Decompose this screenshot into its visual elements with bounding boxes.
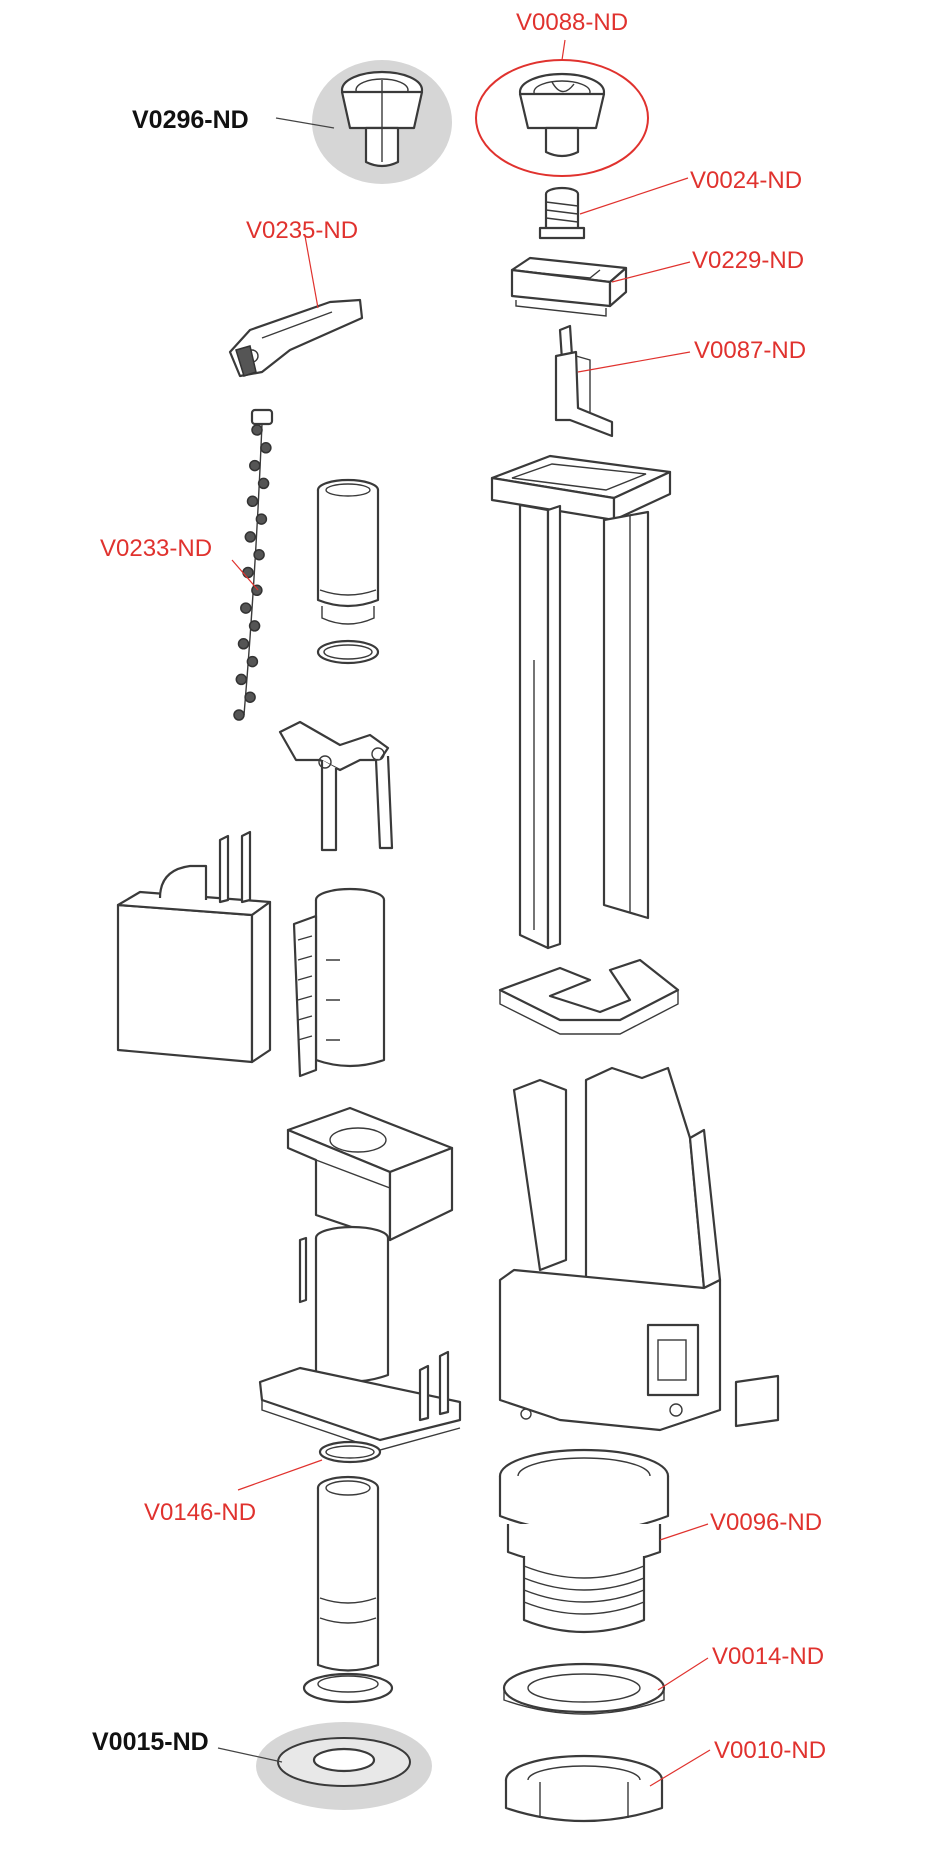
label-v0296: V0296-ND bbox=[132, 106, 249, 134]
part-v0015-washer[interactable] bbox=[256, 1722, 432, 1810]
part-v0087-actuator[interactable] bbox=[554, 324, 614, 438]
part-v0296-push-button[interactable] bbox=[312, 60, 452, 184]
chain-bead bbox=[251, 424, 263, 436]
part-v0096-outlet[interactable] bbox=[498, 1448, 670, 1634]
label-v0014: V0014-ND bbox=[712, 1643, 824, 1670]
part-ratchet-tube bbox=[292, 887, 386, 1078]
chain-bead bbox=[251, 584, 263, 597]
part-valve-body bbox=[498, 1066, 780, 1432]
label-v0010: V0010-ND bbox=[714, 1737, 826, 1764]
chain-bead bbox=[244, 691, 256, 703]
part-v0233-bead-chain[interactable] bbox=[233, 408, 274, 721]
chain-bead bbox=[240, 602, 252, 614]
label-v0024: V0024-ND bbox=[690, 167, 802, 194]
chain-bead bbox=[237, 638, 250, 650]
part-lower-tube bbox=[302, 1475, 394, 1704]
part-v0014-seal-ring[interactable] bbox=[502, 1662, 666, 1715]
part-u-frame bbox=[498, 958, 680, 1035]
part-column-base bbox=[258, 1225, 462, 1451]
chain-bead bbox=[248, 620, 261, 632]
label-v0146: V0146-ND bbox=[144, 1499, 256, 1526]
chain-bead bbox=[242, 566, 254, 579]
part-float bbox=[116, 830, 272, 1064]
part-cup bbox=[286, 1106, 454, 1242]
part-v0146-o-ring[interactable] bbox=[318, 1440, 382, 1464]
leader-lines bbox=[217, 39, 711, 1787]
chain-bead bbox=[235, 673, 248, 686]
part-v0024-spring[interactable] bbox=[538, 186, 586, 240]
chain-bead bbox=[249, 459, 261, 472]
part-v0088-push-button[interactable] bbox=[475, 59, 649, 177]
chain-bead bbox=[257, 477, 270, 490]
part-v0010-nut[interactable] bbox=[504, 1754, 664, 1823]
part-v0235-lever[interactable] bbox=[228, 298, 364, 378]
chain-bead bbox=[255, 513, 268, 525]
chain-bead bbox=[253, 548, 265, 561]
label-v0088: V0088-ND bbox=[516, 9, 628, 36]
part-overflow-tube bbox=[316, 478, 380, 625]
chain-bead bbox=[244, 531, 257, 543]
label-v0233: V0233-ND bbox=[100, 535, 212, 562]
chain-bead bbox=[233, 709, 245, 721]
label-v0087: V0087-ND bbox=[694, 337, 806, 364]
label-v0096: V0096-ND bbox=[710, 1509, 822, 1536]
part-bracket bbox=[278, 720, 394, 852]
chain-bead bbox=[260, 442, 272, 454]
part-tube-o-ring bbox=[316, 639, 380, 665]
label-v0235: V0235-ND bbox=[246, 217, 358, 244]
part-tall-frame bbox=[490, 454, 672, 950]
label-v0015: V0015-ND bbox=[92, 1728, 209, 1756]
part-v0229-slide[interactable] bbox=[510, 256, 628, 317]
chain-bead bbox=[246, 655, 259, 668]
chain-bead bbox=[246, 495, 259, 508]
label-v0229: V0229-ND bbox=[692, 247, 804, 274]
